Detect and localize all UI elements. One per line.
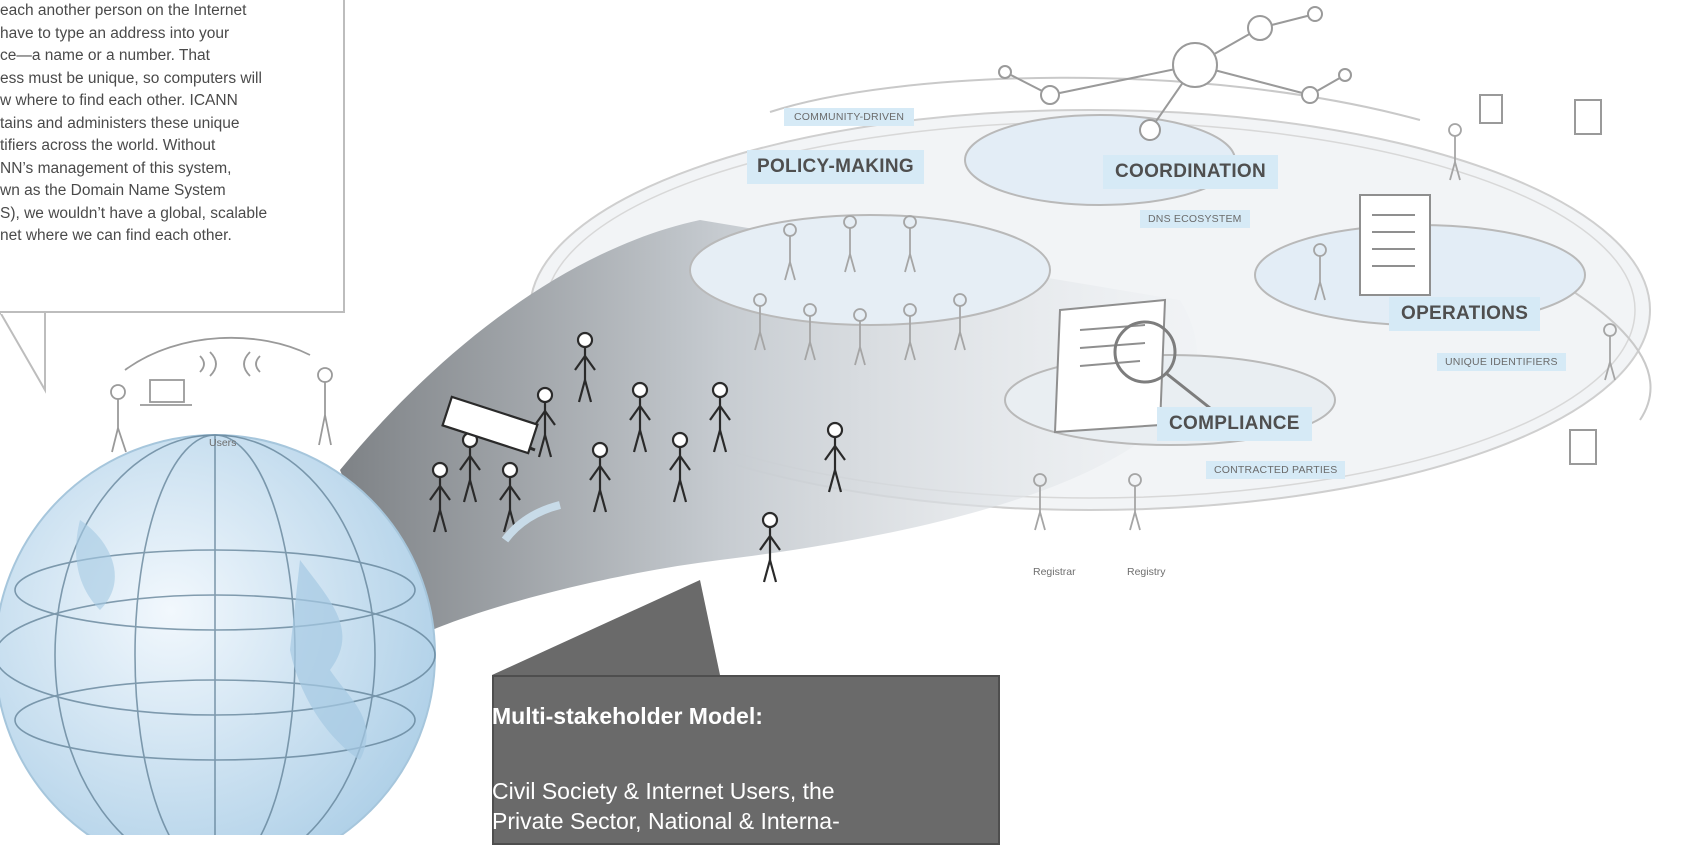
stakeholder-funnel [340,220,1198,640]
funnel-pointer [492,580,720,675]
community-driven-tag: COMMUNITY-DRIVEN [784,108,915,126]
laptop-icon [110,336,333,453]
compliance-label: COMPLIANCE [1157,407,1312,441]
globe-icon [0,434,436,835]
magnifier-icon [1113,320,1211,410]
coordination-label: COORDINATION [1103,155,1279,189]
contract-scroll-icon [1053,298,1167,434]
policy-making-ring [689,214,1051,326]
dns-ecosystem-tag: DNS ECOSYSTEM [1140,210,1250,228]
document-icon [1479,94,1602,465]
multistakeholder-box [492,675,1000,845]
registry-label: Registry [1127,566,1166,578]
intro-text: each another person on the Internet have… [0,2,268,244]
operations-label: OPERATIONS [1389,297,1541,331]
multistakeholder-title: Multi-stakeholder Model: [492,703,763,729]
contracted-parties-tag: CONTRACTED PARTIES [1206,461,1346,479]
unique-identifiers-tag: UNIQUE IDENTIFIERS [1437,353,1566,371]
network-graph-icon [998,6,1352,141]
flow-arrow [501,501,562,543]
registrar-label: Registrar [1033,566,1076,578]
policy-making-label: POLICY-MAKING [747,150,924,184]
stakeholder-crowd [429,331,846,583]
users-label: Users [209,437,237,449]
callout-tail [0,311,46,394]
multistakeholder-body: Civil Society & Internet Users, the Priv… [492,778,840,834]
participants-sketch [753,123,1617,531]
intro-callout [0,0,345,313]
server-icon [1359,194,1431,296]
